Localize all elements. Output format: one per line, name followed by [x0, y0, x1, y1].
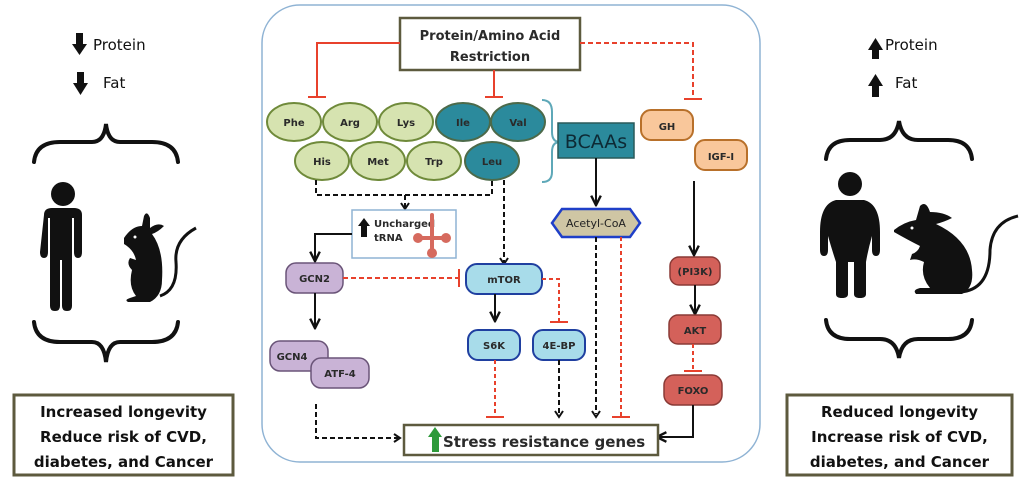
down-arrow-icon: [73, 72, 88, 95]
up-arrow-icon: [868, 74, 883, 97]
svg-text:S6K: S6K: [483, 341, 506, 352]
trna-cloverleaf-icon: [413, 213, 451, 258]
svg-text:ATF-4: ATF-4: [324, 369, 355, 380]
arrowhead: [393, 433, 402, 443]
brace-bottom-icon: [32, 320, 180, 363]
inhibit-edge-restriction-to-aa: [308, 42, 400, 98]
atf4-node: ATF-4: [310, 357, 370, 389]
right-diet-protein-label: Protein: [885, 36, 938, 54]
up-arrow-icon: [868, 38, 883, 59]
gh-node: GH: [640, 109, 694, 141]
brace-bottom-icon: [824, 318, 974, 359]
right-outcome-box: Reduced longevity Increase risk of CVD, …: [785, 393, 1014, 477]
arrowhead: [591, 410, 601, 419]
aa-node-lys: Lys: [378, 102, 434, 142]
aa-node-trp: Trp: [406, 141, 462, 181]
restriction-line-2: Restriction: [450, 50, 530, 65]
right-diet-fat-label: Fat: [895, 74, 917, 92]
edge-atf4-to-stress: [315, 404, 398, 439]
svg-text:tRNA: tRNA: [374, 233, 403, 244]
svg-text:(PI3K): (PI3K): [678, 267, 713, 278]
right-outcome-line-1: Reduced longevity: [821, 403, 978, 421]
aa-node-met: Met: [350, 141, 406, 181]
right-outcome-line-2: Increase risk of CVD,: [811, 428, 988, 446]
amino-acid-nodes: Phe Arg Lys Ile Val His: [266, 102, 546, 181]
up-arrow-icon: [358, 218, 370, 237]
svg-text:IGF-I: IGF-I: [708, 152, 734, 163]
arrowhead: [400, 202, 410, 211]
svg-text:Met: Met: [367, 157, 389, 168]
svg-text:Trp: Trp: [425, 157, 443, 168]
foxo-node: FOXO: [663, 374, 723, 406]
4ebp-node: 4E-BP: [532, 329, 586, 361]
left-outcome-box: Increased longevity Reduce risk of CVD, …: [12, 393, 235, 477]
arrowhead: [554, 410, 564, 419]
svg-text:FOXO: FOXO: [678, 386, 709, 397]
svg-text:Leu: Leu: [482, 157, 502, 168]
stress-resistance-node: Stress resistance genes: [402, 423, 660, 457]
left-outcome-line-3: diabetes, and Cancer: [34, 453, 214, 471]
svg-text:AKT: AKT: [684, 326, 706, 337]
down-arrow-icon: [72, 33, 87, 55]
svg-text:His: His: [313, 157, 331, 168]
aa-node-ile: Ile: [435, 102, 491, 142]
inhibit-edge-restriction-to-gh: [580, 42, 694, 99]
svg-text:Phe: Phe: [283, 118, 304, 129]
restriction-node: Protein/Amino Acid Restriction: [398, 16, 582, 72]
lean-human-icon: [40, 182, 82, 311]
obese-human-icon: [820, 172, 880, 298]
bcaas-node: BCAAs: [557, 122, 635, 159]
edge-aa-to-trna: [315, 180, 493, 207]
svg-text:Stress resistance genes: Stress resistance genes: [443, 433, 645, 451]
aa-node-leu: Leu: [464, 141, 520, 181]
svg-text:Arg: Arg: [340, 118, 360, 129]
igf-node: IGF-I: [694, 139, 748, 171]
left-diet-protein-label: Protein: [93, 36, 146, 54]
svg-text:Uncharged: Uncharged: [374, 219, 435, 230]
svg-text:Lys: Lys: [397, 118, 415, 129]
right-outcome-line-3: diabetes, and Cancer: [810, 453, 990, 471]
mtor-node: mTOR: [465, 263, 543, 295]
s6k-node: S6K: [467, 329, 521, 361]
aa-node-arg: Arg: [322, 102, 378, 142]
svg-text:GCN4: GCN4: [277, 352, 308, 363]
center-panel: Protein/Amino Acid Restriction Phe Arg L…: [261, 4, 761, 463]
svg-text:GCN2: GCN2: [299, 274, 330, 285]
right-panel: Protein Fat Reduced longevity Increase r…: [785, 36, 1019, 477]
edge-foxo-to-stress: [658, 405, 694, 437]
svg-text:BCAAs: BCAAs: [565, 131, 627, 153]
trna-node: Uncharged tRNA: [351, 209, 457, 259]
svg-text:Val: Val: [509, 118, 526, 129]
svg-text:mTOR: mTOR: [487, 275, 521, 286]
restriction-line-1: Protein/Amino Acid: [420, 29, 561, 44]
green-up-arrow-icon: [428, 427, 442, 452]
svg-text:Acetyl-CoA: Acetyl-CoA: [566, 217, 626, 230]
acetyl-coa-node: Acetyl-CoA: [550, 207, 642, 239]
akt-node: AKT: [668, 314, 722, 345]
lean-mouse-icon: [124, 213, 197, 302]
svg-text:4E-BP: 4E-BP: [543, 341, 576, 352]
aa-node-his: His: [294, 141, 350, 181]
inhibit-edge-restriction-to-bcaa: [485, 70, 503, 98]
left-diet-fat-label: Fat: [103, 74, 125, 92]
gcn2-node: GCN2: [285, 262, 344, 294]
brace-top-icon: [824, 120, 974, 161]
svg-text:GH: GH: [659, 122, 676, 133]
svg-text:Ile: Ile: [456, 118, 470, 129]
pi3k-node: (PI3K): [669, 256, 721, 286]
brace-top-icon: [32, 123, 180, 164]
obese-mouse-icon: [894, 204, 1019, 294]
left-panel: Protein Fat Increased longevity Reduce r…: [12, 33, 235, 477]
aa-node-phe: Phe: [266, 102, 322, 142]
left-outcome-line-1: Increased longevity: [40, 403, 207, 421]
aa-node-val: Val: [490, 102, 546, 142]
edge-trna-to-gcn2: [315, 233, 352, 260]
inhibit-edge-mtor-to-4ebp: [542, 278, 560, 321]
left-outcome-line-2: Reduce risk of CVD,: [40, 428, 207, 446]
